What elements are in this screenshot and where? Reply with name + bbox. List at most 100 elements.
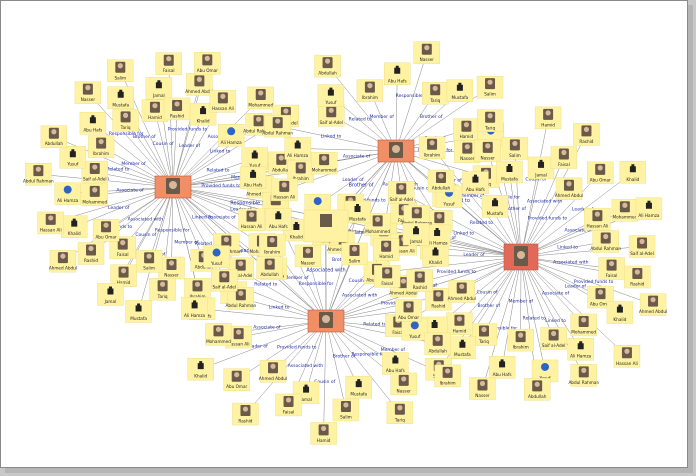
person-node[interactable]: Salim — [476, 75, 504, 99]
person-node[interactable]: Khalid — [61, 215, 88, 238]
person-node[interactable]: Abu Hafs — [239, 166, 267, 190]
person-node[interactable]: Saif al-Adel — [81, 160, 108, 184]
person-node[interactable]: Mohammed — [570, 313, 597, 337]
person-node[interactable]: Yusuf — [317, 84, 345, 107]
person-node[interactable]: Tariq — [421, 82, 449, 105]
person-node[interactable]: Abdul Rahman — [262, 114, 293, 138]
hub-left[interactable] — [154, 175, 192, 199]
person-node[interactable]: Nasser — [390, 372, 417, 396]
person-node[interactable]: Abu Hafs — [382, 352, 409, 375]
person-node[interactable]: Hassan Ali — [271, 178, 298, 202]
person-node[interactable]: Ahmed Abdul — [49, 249, 77, 273]
person-node[interactable]: Hassan Ali — [209, 90, 237, 113]
person-node[interactable]: Hassan Ali — [613, 345, 641, 368]
person-node[interactable]: Rashid — [232, 402, 259, 426]
person-node[interactable]: Abu Hafs — [462, 171, 489, 194]
person-node[interactable]: Faisal — [275, 393, 302, 417]
person-node[interactable]: Khalid — [422, 244, 449, 267]
person-node[interactable]: Abdul Rahman — [23, 162, 54, 186]
person-node[interactable]: Hamid — [310, 422, 337, 445]
person-node[interactable]: Salim — [135, 250, 163, 273]
hub-bottom[interactable] — [307, 309, 345, 333]
person-node[interactable]: Khalid — [187, 357, 214, 381]
person-node[interactable]: Mohammed — [205, 323, 232, 346]
person-node[interactable]: Faisal — [109, 236, 136, 259]
person-node[interactable]: Abu Hafs — [384, 62, 411, 85]
person-node[interactable]: Ibrahim — [287, 160, 314, 183]
person-node[interactable]: Saif al-Adel — [540, 327, 567, 350]
person-node[interactable]: Ibrahim — [507, 328, 534, 352]
person-node[interactable]: Yusuf — [401, 318, 428, 341]
person-node[interactable]: Abu Hafs — [79, 112, 107, 135]
person-node[interactable]: Abdul Rahman — [226, 287, 257, 310]
person-node[interactable]: Abu Omar — [223, 368, 250, 391]
person-node[interactable]: Ahmed Abdul — [639, 293, 667, 316]
person-node[interactable]: Mohammed — [310, 151, 338, 175]
person-node[interactable]: Ibrahim — [87, 135, 115, 158]
person-node[interactable]: Ali Hamza — [423, 224, 451, 248]
person-node[interactable]: Tariq — [476, 109, 504, 132]
person-node[interactable]: Hassan Ali — [238, 208, 265, 231]
person-node[interactable]: Abu Omar — [586, 161, 614, 185]
person-node[interactable]: Ali Hamza — [217, 124, 245, 147]
person-node[interactable]: Ahmed Abdul — [555, 177, 583, 200]
person-node[interactable]: Jamal — [402, 223, 430, 246]
person-node[interactable]: Nasser — [454, 140, 481, 163]
person-node[interactable]: Rashid — [624, 265, 651, 289]
person-node[interactable]: Mustafa — [449, 336, 476, 359]
person-node[interactable]: Hassan Ali — [225, 325, 252, 349]
person-node[interactable]: Ahmed Abdul — [259, 360, 287, 383]
person-node[interactable]: Ahmed Abdul — [448, 280, 476, 303]
person-node[interactable]: Abu Omar — [92, 218, 120, 242]
person-node[interactable]: Abu Hafs — [265, 208, 292, 231]
person-node[interactable]: Hamid — [453, 118, 480, 141]
person-node[interactable]: Ali Hamza — [181, 297, 208, 320]
person-node[interactable]: Ibrahim — [258, 233, 286, 257]
person-node[interactable]: Saif al-Adel — [318, 104, 345, 127]
person-node[interactable]: Hassan Ali — [584, 207, 611, 231]
person-node[interactable]: Jamal — [527, 156, 555, 180]
person-node[interactable]: Ali Hamza — [567, 338, 594, 361]
person-node[interactable]: Saif al-Adel — [628, 235, 656, 258]
person-node[interactable]: Mohammed — [611, 199, 639, 222]
person-node[interactable]: Hamid — [534, 106, 562, 130]
person-node[interactable]: Ali Hamza — [635, 197, 663, 220]
person-node[interactable]: Ahmed Abdul — [185, 73, 213, 96]
person-node[interactable]: Mustafa — [446, 79, 474, 102]
person-node[interactable]: Abdullah — [523, 378, 551, 401]
person-node[interactable]: Saif al-Adel — [388, 181, 415, 204]
person-node[interactable]: Mohammed — [247, 86, 274, 110]
hub-right[interactable] — [503, 243, 539, 271]
person-node[interactable]: Salim — [107, 59, 134, 82]
person-node[interactable]: Abu Hafs — [488, 356, 516, 379]
person-node[interactable]: Saif al-Adel — [211, 268, 238, 292]
person-node[interactable]: Abu Omar — [194, 52, 221, 75]
person-node[interactable]: Mustafa — [344, 200, 371, 224]
person-node[interactable]: Rashid — [163, 97, 191, 121]
person-node[interactable]: Mohammed — [364, 213, 391, 236]
person-node[interactable]: Mustafa — [345, 375, 372, 399]
person-node[interactable]: Ibrahim — [418, 136, 446, 159]
person-node[interactable]: Nasser — [74, 81, 102, 104]
hub-top[interactable] — [377, 139, 415, 163]
person-node[interactable]: Rashid — [406, 269, 433, 292]
person-node[interactable]: Yusuf — [59, 146, 87, 169]
person-node[interactable]: Nasser — [474, 139, 501, 163]
person-node[interactable]: Mustafa — [125, 300, 152, 323]
person-node[interactable]: Ibrahim — [434, 364, 461, 388]
person-node[interactable]: Tariq — [470, 323, 498, 346]
person-node[interactable]: Faisal — [598, 257, 625, 280]
center-cluster[interactable] — [303, 209, 349, 243]
person-node[interactable]: Salim — [332, 398, 360, 422]
person-node[interactable]: Khalid — [619, 161, 647, 184]
person-node[interactable]: Faisal — [373, 265, 401, 288]
person-node[interactable]: Yusuf — [203, 245, 230, 268]
person-node[interactable]: Khalid — [189, 102, 217, 126]
person-node[interactable]: Abdullah — [40, 125, 68, 148]
person-node[interactable]: Nasser — [158, 256, 185, 280]
person-node[interactable]: Ibrahim — [356, 79, 384, 102]
person-node[interactable]: Khalid — [606, 301, 634, 324]
person-node[interactable]: Nasser — [294, 244, 322, 268]
person-node[interactable]: Yusuf — [241, 147, 268, 170]
person-node[interactable]: Hamid — [446, 312, 473, 335]
